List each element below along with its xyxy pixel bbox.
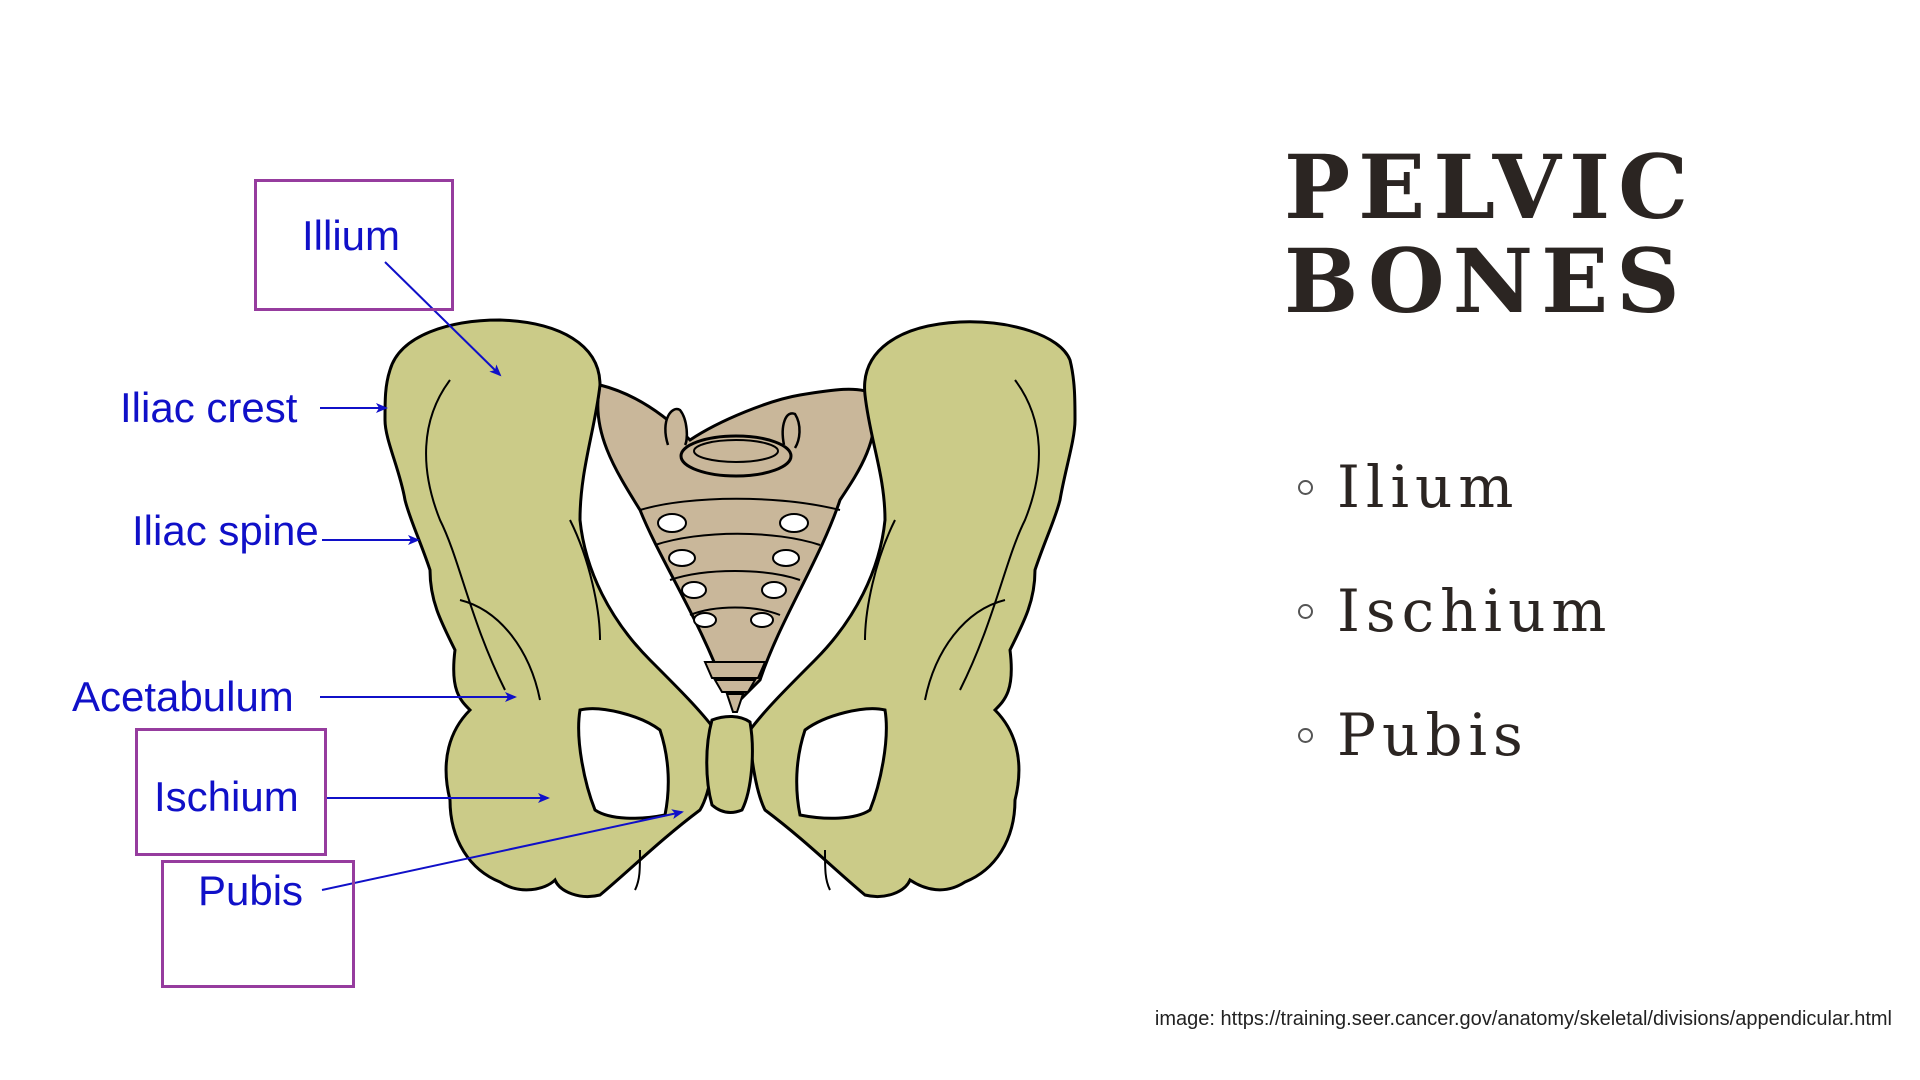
pubis-label-box [161, 860, 355, 988]
label-illium: Illium [302, 212, 401, 259]
list-item: Ischium [1298, 549, 1612, 673]
illium-label-box [254, 179, 454, 311]
bone-list: Ilium Ischium Pubis [1298, 425, 1612, 797]
label-iliac-crest: Iliac crest [120, 384, 298, 431]
bullet-circle-icon [1298, 727, 1313, 743]
title-line-1: PELVIC [1284, 135, 1697, 239]
label-pubis: Pubis [198, 867, 304, 914]
label-arrows [320, 261, 684, 891]
title-line-2: BONES [1284, 229, 1688, 333]
label-ischium: Ischium [154, 773, 299, 820]
list-item: Ilium [1298, 425, 1612, 549]
image-credit: image: https://training.seer.cancer.gov/… [1154, 1008, 1892, 1030]
label-iliac-spine: Iliac spine [132, 507, 319, 554]
left-hip-bone [383, 318, 717, 898]
right-hip-bone [748, 320, 1077, 898]
ischium-label-box [135, 728, 327, 856]
list-item-label: Pubis [1337, 701, 1529, 769]
arrow-pubis [321, 809, 684, 891]
label-acetabulum: Acetabulum [72, 673, 294, 720]
slide-title: PELVIC BONES [1284, 140, 1696, 328]
sacrum [596, 383, 878, 713]
bullet-circle-icon [1298, 479, 1313, 495]
arrow-illium [384, 261, 502, 377]
pelvis-diagram: Illium Iliac crest Iliac spine Acetabulu… [72, 179, 1077, 988]
list-item: Pubis [1298, 673, 1612, 797]
pubic-symphysis [705, 715, 754, 814]
list-item-label: Ilium [1337, 453, 1520, 521]
list-item-label: Ischium [1337, 577, 1613, 645]
bullet-circle-icon [1298, 603, 1313, 619]
pelvis-illustration [320, 261, 1077, 898]
